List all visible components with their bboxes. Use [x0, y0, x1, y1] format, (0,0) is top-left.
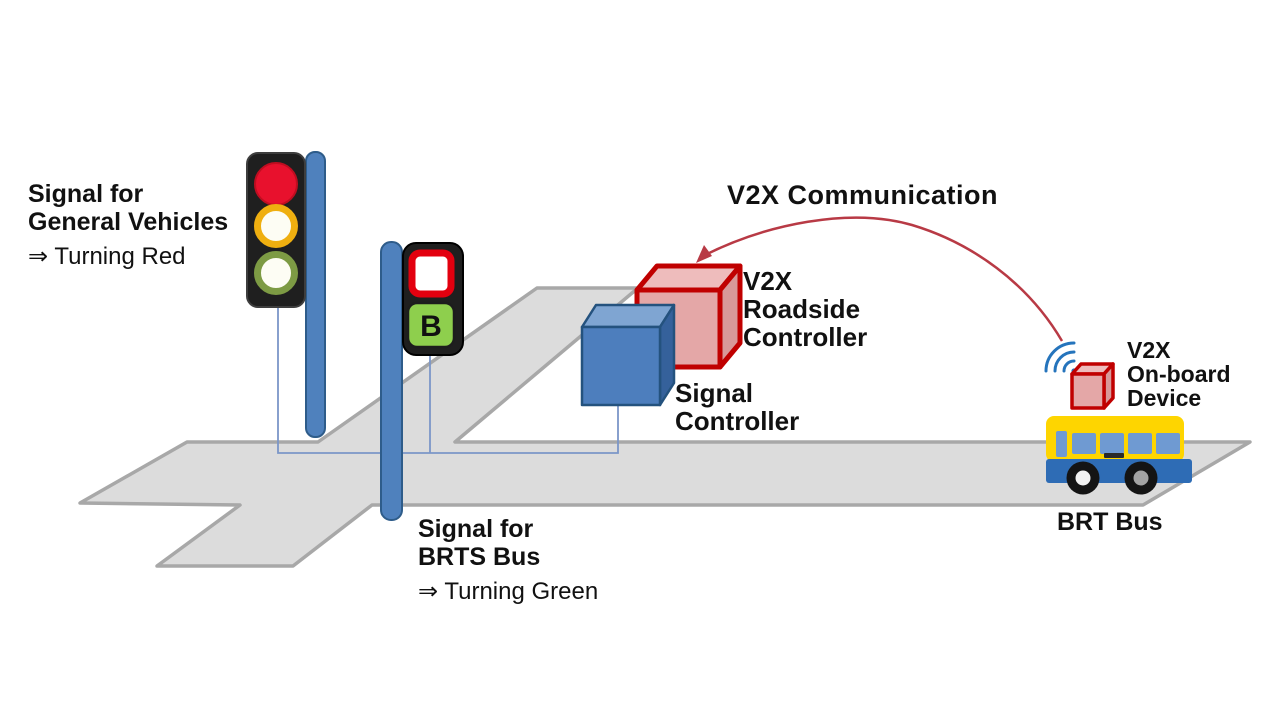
bus-sign [1104, 453, 1124, 458]
onboard-device-label-line1: V2X [1127, 337, 1171, 363]
general-signal-pole [305, 151, 326, 438]
green-light-off [254, 251, 298, 295]
signal-controller-label-line2: Controller [675, 406, 800, 436]
general-signal-status: ⇒ Turning Red [28, 243, 186, 270]
arrowhead [696, 245, 712, 263]
bus-window [1072, 433, 1096, 454]
brts-signal-letter: B [420, 310, 442, 343]
wifi-signal-icon [1044, 341, 1077, 374]
signal-controller-label: Signal Controller [675, 379, 799, 435]
roadside-controller-label-line3: Controller [743, 322, 868, 352]
v2x-communication-label: V2X Communication [727, 180, 999, 210]
signal-wire-main [277, 307, 619, 454]
general-signal-label: Signal for General Vehicles ⇒ Turning Re… [28, 180, 228, 271]
roadside-controller-label-line1: V2X [743, 266, 793, 296]
bus-door [1056, 431, 1067, 457]
onboard-device-label-line2: On-board [1127, 361, 1231, 387]
signal-controller-cube [580, 303, 676, 407]
amber-light-off [254, 204, 298, 248]
v2x-roadside-controller-cube [634, 263, 743, 370]
brt-bus [1046, 416, 1192, 495]
onboard-device-label: V2X On-board Device [1127, 338, 1231, 410]
brts-red-light-off [408, 249, 455, 298]
bus-window [1156, 433, 1180, 454]
roadside-controller-label-line2: Roadside [743, 294, 861, 324]
brts-signal-label-line2: BRTS Bus [418, 543, 541, 571]
signal-controller-label-line1: Signal [675, 378, 754, 408]
v2x-onboard-device-cube [1070, 362, 1115, 410]
brts-signal-label-line1: Signal for [418, 515, 534, 543]
brts-signal-pole [380, 241, 403, 521]
road-intersection [78, 286, 1252, 568]
onboard-device-label-line3: Device [1127, 385, 1202, 411]
general-vehicle-signal [246, 152, 306, 308]
bus-window [1128, 433, 1152, 454]
brts-signal-label: Signal for BRTS Bus ⇒ Turning Green [418, 515, 598, 606]
roadside-controller-label: V2X Roadside Controller [743, 267, 867, 351]
v2x-communication-arrow [696, 216, 1064, 342]
brts-green-light-on [406, 301, 456, 349]
bus-wheel-rear-hub [1075, 470, 1091, 486]
brts-signal-status: ⇒ Turning Green [418, 578, 599, 605]
brt-bus-label: BRT Bus [1057, 508, 1163, 536]
bus-wheel-front-hub [1133, 470, 1149, 486]
red-light-on [254, 162, 298, 206]
bus-window [1100, 433, 1124, 454]
general-signal-label-line2: General Vehicles [28, 208, 229, 236]
general-signal-label-line1: Signal for [28, 180, 144, 208]
brts-bus-signal: B [402, 242, 464, 356]
